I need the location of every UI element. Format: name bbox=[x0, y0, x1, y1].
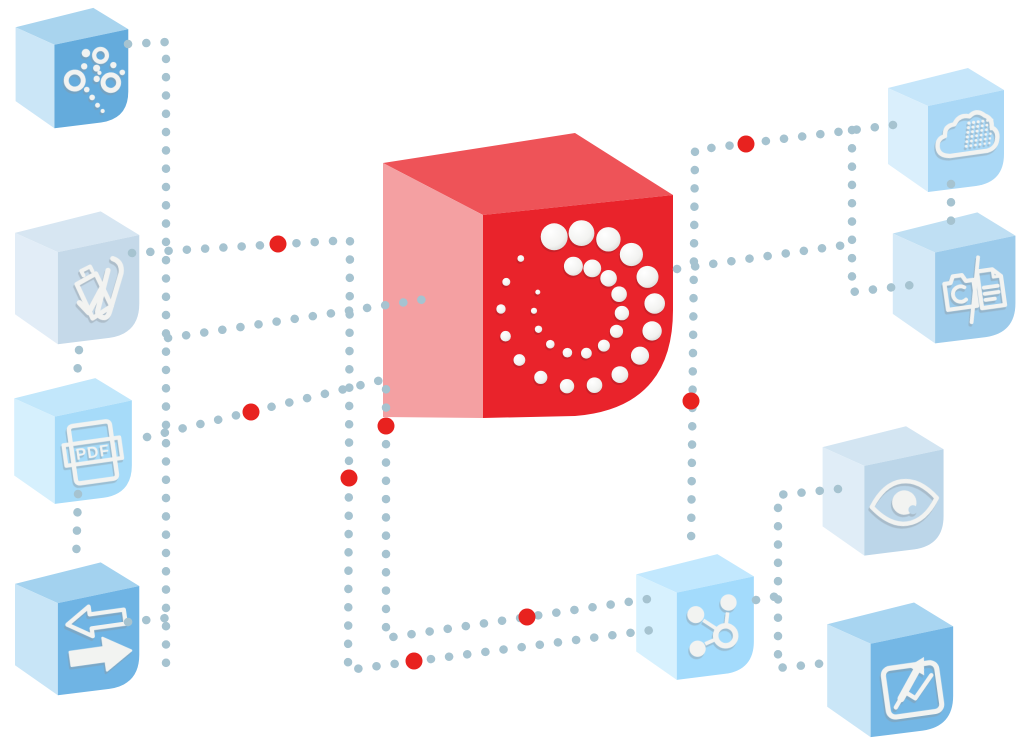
cube-left-face bbox=[888, 88, 928, 192]
cube-media-document bbox=[892, 212, 1016, 344]
cube-left-face bbox=[14, 398, 55, 504]
cube-front-face bbox=[54, 29, 129, 129]
cube-left-face bbox=[822, 447, 865, 556]
cube-left-face bbox=[892, 233, 936, 344]
chart-growth-icon bbox=[880, 657, 945, 720]
cube-top-face bbox=[15, 7, 129, 45]
cube-left-face bbox=[636, 574, 677, 680]
red-junction-dot bbox=[269, 235, 287, 253]
pdf-document-icon: PDF bbox=[61, 419, 125, 486]
cube-top-face bbox=[15, 211, 140, 253]
cube-top-face bbox=[383, 133, 673, 215]
cube-top-face bbox=[14, 378, 132, 417]
cube-chart-growth bbox=[827, 602, 954, 738]
cube-left-face bbox=[15, 583, 58, 696]
network-share-icon bbox=[687, 594, 739, 657]
transfer-arrows-icon bbox=[65, 604, 133, 672]
cube-top-face bbox=[888, 68, 1004, 106]
red-junction-dot bbox=[242, 403, 260, 421]
cube-clipboard-check bbox=[15, 211, 140, 345]
cube-cloud-data bbox=[888, 68, 1004, 192]
cube-top-face bbox=[827, 602, 954, 644]
cube-front-face bbox=[57, 586, 140, 696]
red-junction-dot bbox=[405, 652, 423, 670]
cube-network-share bbox=[636, 554, 754, 680]
cube-top-face bbox=[636, 554, 754, 593]
red-junction-dot bbox=[340, 469, 358, 487]
cube-left-face bbox=[15, 27, 55, 129]
red-junction-dot bbox=[682, 392, 700, 410]
cube-brain-network bbox=[15, 7, 129, 129]
cube-top-face bbox=[892, 212, 1016, 253]
cube-transfer-arrows bbox=[15, 562, 140, 696]
cube-top-face bbox=[15, 562, 140, 604]
red-junction-dot bbox=[518, 608, 536, 626]
camera-document-icon bbox=[942, 255, 1008, 325]
cube-eye-view bbox=[822, 426, 944, 556]
red-junction-dot bbox=[737, 135, 755, 153]
cloud-data-icon bbox=[935, 110, 1000, 159]
cube-pdf-document: PDF bbox=[14, 378, 132, 504]
pdf-label: PDF bbox=[75, 442, 111, 464]
cube-red-hub bbox=[383, 133, 673, 418]
cube-left-face bbox=[827, 624, 871, 738]
clipboard-check-icon bbox=[74, 256, 124, 321]
brain-network-icon bbox=[63, 46, 126, 114]
cube-left-face bbox=[15, 232, 58, 345]
dotted-connector bbox=[672, 239, 857, 274]
